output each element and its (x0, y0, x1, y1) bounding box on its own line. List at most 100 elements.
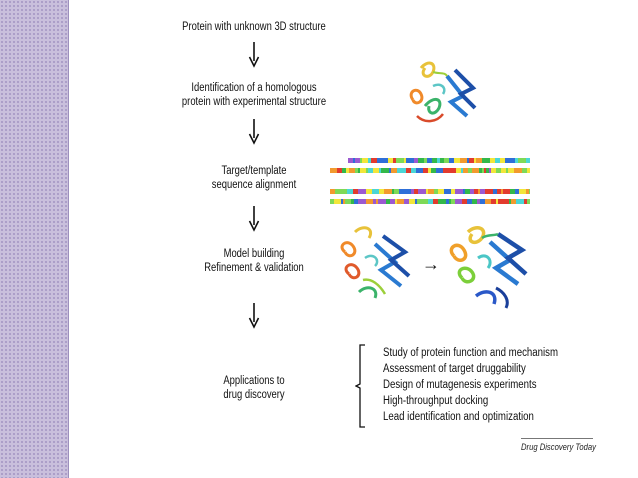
residue-block (478, 189, 480, 194)
residue-block (426, 189, 428, 194)
residue-block (366, 189, 372, 194)
residue-block (366, 168, 368, 173)
residue-block (461, 168, 463, 173)
residue-block (462, 199, 467, 204)
residue-block (470, 189, 474, 194)
step-1-line-1: Protein with unknown 3D structure (182, 21, 326, 33)
residue-block (503, 199, 509, 204)
residue-block (477, 199, 480, 204)
residue-block (480, 199, 485, 204)
residue-block (428, 199, 433, 204)
residue-block (433, 199, 438, 204)
residue-block (406, 168, 409, 173)
application-item: Study of protein function and mechanism (383, 347, 559, 359)
residue-block (393, 158, 396, 163)
residue-block (341, 199, 343, 204)
residue-block (372, 189, 379, 194)
residue-block (443, 168, 446, 173)
residue-block (503, 189, 510, 194)
step-4-line-2: Refinement & validation (204, 262, 304, 274)
application-item: High-throughput docking (383, 395, 489, 407)
residue-block (405, 189, 411, 194)
residue-block (449, 158, 454, 163)
residue-block (431, 189, 434, 194)
residue-block (368, 168, 373, 173)
residue-block (423, 168, 428, 173)
step-5-line-2: drug discovery (223, 389, 285, 401)
down-arrow-icon (248, 119, 260, 145)
residue-block (455, 189, 463, 194)
residue-block (416, 168, 423, 173)
residue-block (451, 189, 455, 194)
residue-block (392, 189, 394, 194)
residue-block (389, 168, 391, 173)
residue-block (486, 168, 489, 173)
residue-block (371, 158, 377, 163)
residue-block (482, 168, 484, 173)
residue-block (472, 168, 479, 173)
residue-block (527, 199, 530, 204)
residue-block (351, 199, 354, 204)
residue-block (376, 199, 378, 204)
residue-block (373, 168, 379, 173)
residue-block (524, 199, 527, 204)
step-applications: Applications to drug discovery (189, 374, 319, 402)
residue-block (480, 189, 485, 194)
residue-block (460, 158, 467, 163)
residue-block (330, 168, 337, 173)
residue-block (501, 168, 506, 173)
residue-block (431, 168, 433, 173)
residue-block (348, 158, 353, 163)
alignment-row (330, 195, 530, 204)
residue-block (508, 158, 515, 163)
residue-block (465, 189, 470, 194)
residue-block (330, 189, 335, 194)
step-sequence-alignment: Target/template sequence alignment (129, 164, 379, 192)
residue-block (479, 168, 482, 173)
residue-block (379, 189, 384, 194)
step-unknown-structure: Protein with unknown 3D structure (129, 20, 379, 34)
residue-block (360, 158, 362, 163)
residue-block (396, 158, 404, 163)
residue-block (497, 189, 501, 194)
residue-block (505, 158, 508, 163)
residue-block (493, 189, 497, 194)
bracket-icon (355, 344, 365, 428)
step-2-line-1: Identification of a homologous (191, 82, 317, 94)
residue-block (474, 189, 478, 194)
residue-block (526, 189, 529, 194)
residue-block (345, 199, 351, 204)
residue-block (498, 199, 503, 204)
residue-block (496, 168, 501, 173)
residue-block (484, 168, 486, 173)
residue-block (515, 158, 518, 163)
template-protein-structure-image (409, 61, 477, 123)
residue-block (456, 168, 461, 173)
initial-model-structure-image (340, 226, 411, 299)
refinement-arrow-icon: → (422, 254, 440, 274)
residue-block (518, 158, 526, 163)
refined-model-structure-image (449, 226, 528, 309)
residue-block (346, 168, 349, 173)
residue-block (334, 199, 341, 204)
step-3-line-2: sequence alignment (211, 179, 297, 191)
residue-block (414, 189, 418, 194)
residue-block (463, 189, 465, 194)
residue-block (406, 158, 414, 163)
residue-block (381, 168, 389, 173)
residue-block (360, 168, 366, 173)
residue-block (409, 199, 415, 204)
residue-block (428, 189, 431, 194)
residue-block (440, 158, 444, 163)
residue-block (378, 199, 386, 204)
residue-block (386, 199, 390, 204)
residue-block (510, 189, 515, 194)
residue-block (418, 158, 424, 163)
residue-block (427, 158, 432, 163)
residue-block (411, 168, 416, 173)
residue-block (330, 199, 334, 204)
residue-block (434, 189, 438, 194)
residue-block (390, 199, 395, 204)
residue-block (404, 158, 406, 163)
residue-block (343, 199, 345, 204)
